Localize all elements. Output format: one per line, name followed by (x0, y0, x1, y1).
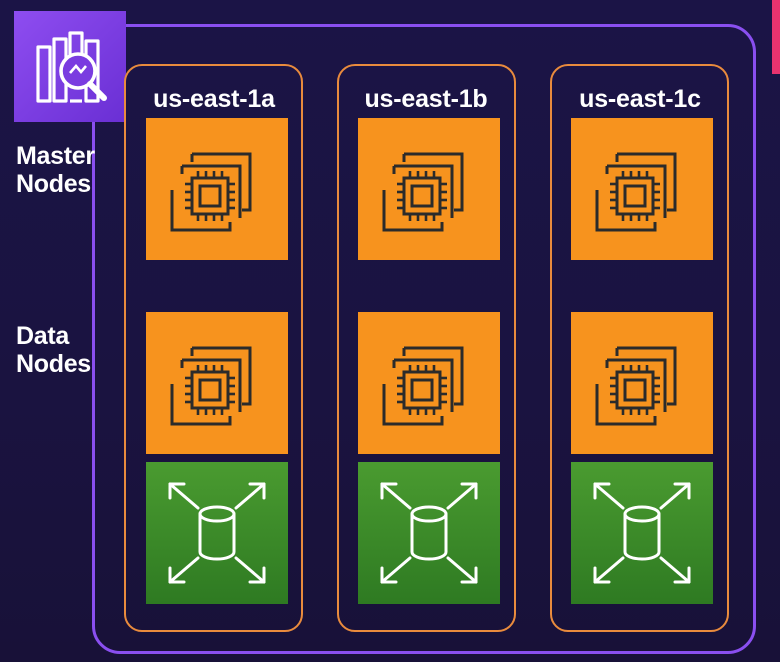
availability-zone-1b (337, 64, 516, 632)
data-node-1b-ec2-instances-icon (358, 312, 500, 454)
search-analytics-icon (14, 11, 126, 122)
domain-boundary (92, 24, 756, 654)
zone-label-1a: us-east-1a (153, 85, 275, 113)
master-node-1a-ec2-instances-icon (146, 118, 288, 260)
availability-zone-1a (124, 64, 303, 632)
zone-label-1b: us-east-1b (364, 85, 488, 113)
row-label-master-nodes: Master Nodes (16, 142, 95, 198)
data-node-1a-ec2-instances-icon (146, 312, 288, 454)
data-node-1c-ebs-volume-icon (571, 462, 713, 604)
accent-strip (772, 0, 780, 74)
data-node-1c-ec2-instances-icon (571, 312, 713, 454)
master-node-1b-ec2-instances-icon (358, 118, 500, 260)
data-node-1a-ebs-volume-icon (146, 462, 288, 604)
row-label-data-nodes: Data Nodes (16, 322, 91, 378)
zone-label-1c: us-east-1c (579, 85, 701, 113)
master-node-1c-ec2-instances-icon (571, 118, 713, 260)
data-node-1b-ebs-volume-icon (358, 462, 500, 604)
availability-zone-1c (550, 64, 729, 632)
